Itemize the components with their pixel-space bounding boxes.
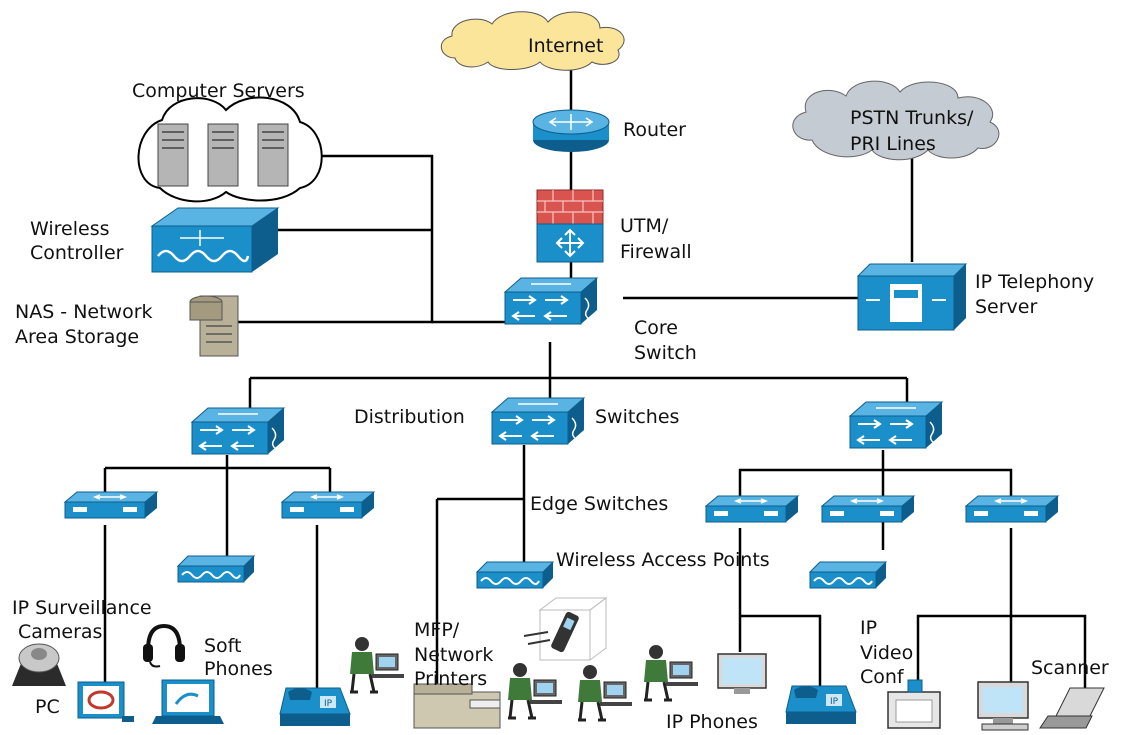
ip-phones-label: IP Phones: [666, 711, 758, 733]
ip-phone-1-icon: [279, 687, 351, 727]
wireless-controller-label-line1: Wireless: [30, 218, 110, 240]
ip-telephony-label-line2: Server: [975, 296, 1038, 318]
internet-label: Internet: [528, 35, 604, 57]
computer-servers-icon: [137, 96, 323, 203]
printer-icon: [413, 683, 501, 729]
distribution-switch-center-icon: [491, 397, 585, 445]
pstn-label-line1: PSTN Trunks/: [850, 107, 974, 129]
ip-surveillance-label-line2: Cameras: [18, 621, 103, 643]
core-switch-label-line1: Core: [634, 317, 678, 339]
edge-switch-1-icon: [64, 491, 158, 519]
scanner-label: Scanner: [1031, 657, 1109, 679]
ip-phone-2-icon: [785, 685, 857, 725]
wireless-ap-2-icon: [476, 561, 554, 589]
scanner-icon: [1039, 687, 1105, 729]
edge-switch-5-icon: [965, 495, 1059, 523]
ip-surveillance-label-line1: IP Surveillance: [12, 597, 152, 619]
distribution-label: Distribution: [354, 406, 465, 428]
nas-label-line2: Area Storage: [15, 326, 140, 348]
edge-switch-4-icon: [821, 495, 915, 523]
mobile-device-icon: [523, 597, 608, 661]
user-workstation-4-icon: [642, 643, 700, 702]
ip-video-label-line3: Conf: [860, 666, 904, 688]
soft-phones-label-line1: Soft: [204, 635, 242, 657]
utm-label-line1: UTM/: [620, 215, 669, 237]
mfp-label-line3: Printers: [414, 668, 488, 690]
wireless-ap-3-icon: [809, 561, 887, 589]
router-label: Router: [623, 119, 686, 141]
utm-label-line2: Firewall: [620, 241, 692, 263]
soft-phones-label-line2: Phones: [204, 658, 273, 680]
ip-camera-icon: [12, 643, 66, 686]
mfp-label-line1: MFP/: [414, 619, 460, 641]
ip-telephony-label-line1: IP Telephony: [975, 271, 1095, 293]
wireless-controller-icon: [150, 207, 280, 273]
nas-storage-icon: [189, 295, 239, 357]
ip-telephony-server-icon: [856, 263, 968, 331]
edge-switch-3-icon: [705, 495, 799, 523]
internet-cloud: [441, 11, 625, 71]
wireless-ap-1-icon: [177, 555, 255, 583]
headset-icon: [143, 623, 185, 668]
user-workstation-1-icon: [348, 635, 406, 694]
pc-icon: [77, 681, 134, 722]
video-display-icon: [717, 653, 767, 694]
user-workstation-2-icon: [506, 661, 564, 720]
edge-switch-2-icon: [281, 491, 375, 519]
router-icon: [532, 109, 610, 152]
nas-label-line1: NAS - Network: [15, 301, 153, 323]
user-workstation-3-icon: [576, 663, 634, 722]
desktop-computer-icon: [977, 681, 1029, 731]
switches-label: Switches: [595, 406, 680, 428]
distribution-switch-right-icon: [849, 401, 943, 449]
pstn-cloud: [792, 80, 1000, 161]
wireless-access-points-label: Wireless Access Points: [556, 549, 770, 571]
core-switch-icon: [504, 277, 598, 325]
connection-lines: [103, 60, 1087, 700]
ip-video-label-line1: IP: [860, 617, 878, 639]
wireless-controller-label-line2: Controller: [30, 242, 124, 264]
ip-video-label-line2: Video: [860, 642, 914, 664]
core-switch-label-line2: Switch: [634, 342, 697, 364]
mfp-label-line2: Network: [414, 644, 494, 666]
video-conf-icon: [887, 679, 941, 729]
soft-phone-laptop-icon: [152, 679, 224, 724]
pc-label: PC: [35, 696, 60, 718]
distribution-switch-left-icon: [191, 407, 285, 455]
edge-switches-label: Edge Switches: [530, 493, 669, 515]
computer-servers-label: Computer Servers: [132, 80, 305, 102]
pstn-label-line2: PRI Lines: [850, 133, 936, 155]
firewall-icon: [536, 189, 604, 263]
